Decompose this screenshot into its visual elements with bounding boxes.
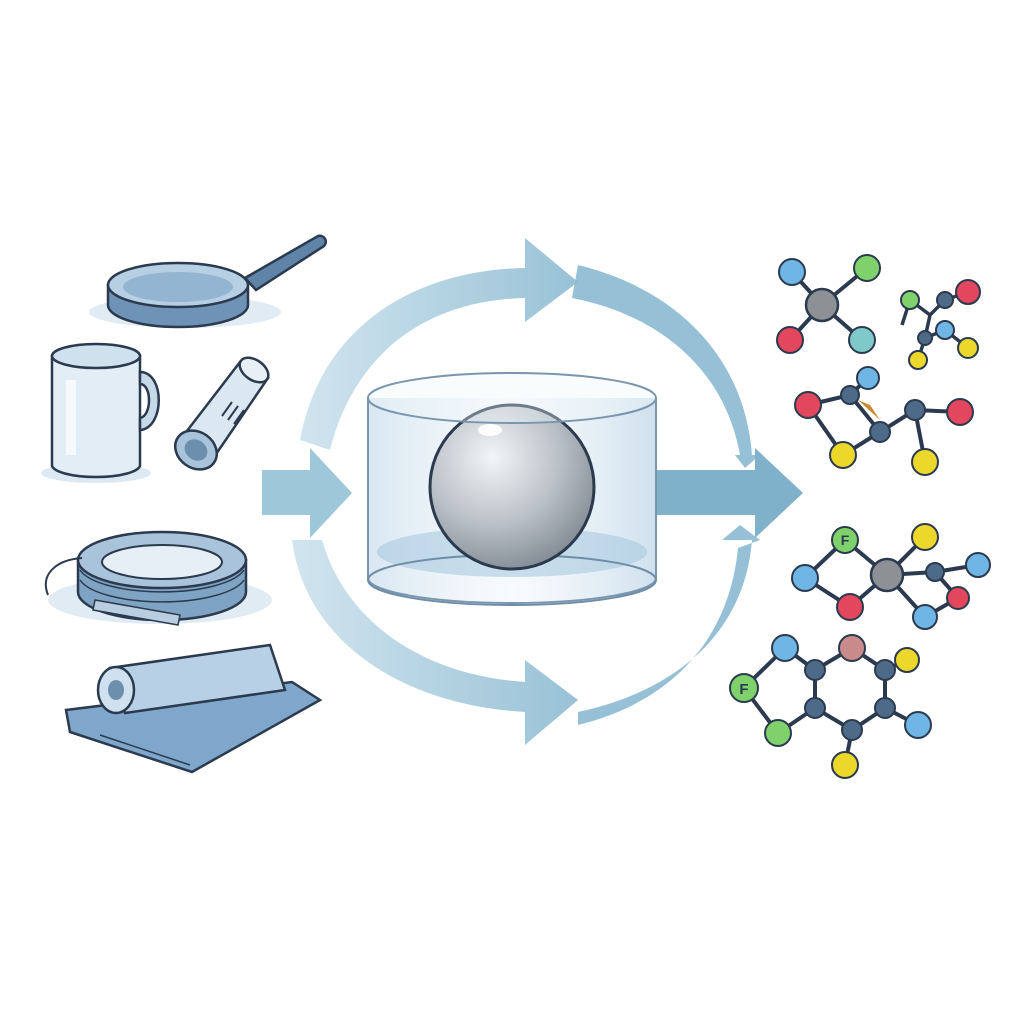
atom: [925, 562, 945, 582]
molecule-2: [900, 279, 981, 370]
atom: [848, 326, 876, 354]
tape-roll-icon: [44, 530, 272, 626]
cycle-arrow-top-right: [572, 265, 760, 468]
atom: [804, 287, 840, 323]
atom: [869, 421, 891, 443]
atom: [764, 719, 792, 747]
atom: [836, 593, 864, 621]
atom: [908, 350, 928, 370]
atom: [874, 697, 896, 719]
atom-f: [729, 673, 759, 703]
atom: [900, 290, 920, 310]
atom: [904, 711, 932, 739]
atom: [829, 441, 857, 469]
atom: [771, 634, 799, 662]
input-arrow: [262, 448, 352, 538]
atom: [911, 523, 939, 551]
atom: [856, 366, 880, 390]
atom: [791, 564, 819, 592]
atom: [869, 557, 905, 593]
atom: [778, 258, 806, 286]
fabric-roll-icon: [64, 643, 323, 774]
vessel-with-sphere: [367, 372, 657, 606]
atom: [946, 586, 970, 610]
sphere: [428, 403, 596, 571]
molecule-1: [776, 254, 881, 354]
atom: [841, 719, 863, 741]
atom: [904, 399, 926, 421]
atom: [955, 279, 981, 305]
cycle-arrow-bottom-left: [292, 540, 578, 745]
atom: [936, 291, 954, 309]
tube-roll-icon: [173, 356, 270, 471]
atom: [840, 385, 860, 405]
sphere-highlight: [478, 424, 502, 436]
atom: [957, 337, 979, 359]
atom: [853, 254, 881, 282]
atom: [965, 552, 991, 578]
vessel-rim: [367, 372, 657, 424]
molecule-5: F: [729, 634, 932, 779]
mug-icon: [41, 342, 160, 483]
atom: [794, 391, 822, 419]
atom: [874, 659, 896, 681]
cycle-arrows: [262, 238, 803, 745]
atom: [804, 659, 826, 681]
atom: [946, 398, 974, 426]
atom: [911, 448, 939, 476]
molecule-4: F: [791, 523, 991, 630]
molecule-3: [794, 366, 974, 476]
atom: [917, 330, 933, 346]
atom: [831, 751, 859, 779]
atom: [838, 634, 866, 662]
atom: [935, 320, 955, 340]
atom: [804, 697, 826, 719]
cycle-arrow-top-left: [300, 238, 578, 450]
atom-label: F: [739, 681, 748, 698]
atom: [776, 326, 804, 354]
atom-f: [831, 526, 859, 554]
output-arrow: [655, 448, 803, 538]
atom-label: F: [841, 532, 850, 548]
atom: [894, 647, 920, 673]
frying-pan-icon: [89, 234, 327, 329]
atom: [912, 604, 938, 630]
